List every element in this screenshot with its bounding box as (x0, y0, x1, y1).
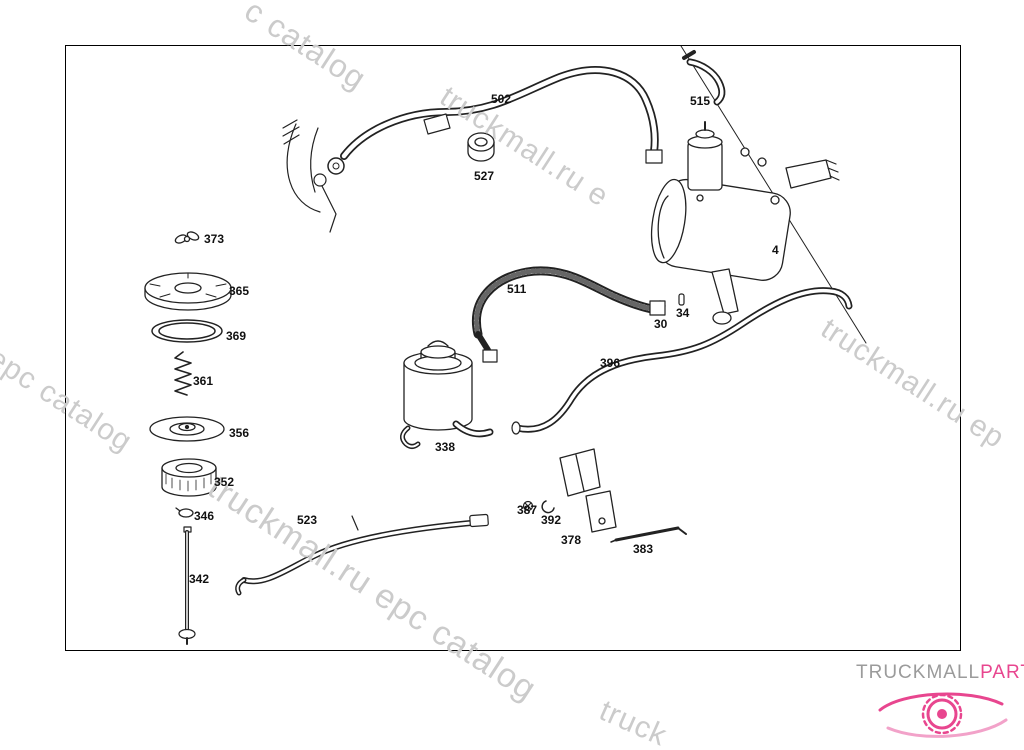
pipe-396 (511, 287, 853, 435)
part-label-346: 346 (194, 509, 215, 523)
bracket-378 (559, 448, 617, 533)
part-label-356: 356 (229, 426, 250, 440)
bolt-383 (610, 526, 687, 543)
part-label-365: 365 (229, 284, 250, 298)
gasket-369 (151, 319, 223, 343)
brand-name: TRUCKMALL (856, 662, 981, 683)
part-label-352: 352 (214, 475, 235, 489)
hose-502 (327, 66, 663, 175)
clamp-392 (541, 500, 555, 514)
part-label-396: 396 (600, 356, 621, 370)
plate-356 (149, 416, 225, 442)
part-label-511: 511 (507, 282, 527, 296)
reservoir-338 (400, 340, 494, 449)
spring-361 (174, 351, 192, 396)
part-label-387: 387 (517, 503, 538, 517)
part-label-361: 361 (193, 374, 214, 388)
screw-387 (522, 500, 534, 512)
part-label-34: 34 (676, 306, 690, 320)
part-label-527: 527 (474, 169, 495, 183)
part-label-515: 515 (690, 94, 711, 108)
hose-511 (472, 266, 666, 363)
clip-346 (175, 507, 194, 518)
grommet-527 (467, 132, 495, 162)
brand-accent: PARTS (980, 662, 1024, 683)
steering-gear-4 (650, 121, 840, 325)
part-label-369: 369 (226, 329, 247, 343)
part-label-392: 392 (541, 513, 562, 527)
part-label-30: 30 (654, 317, 668, 331)
part-label-4: 4 (772, 243, 779, 257)
brand-logo: TRUCKMALLPARTS (856, 662, 1024, 684)
chassis-bracket-sketch (282, 119, 337, 233)
part-label-338: 338 (435, 440, 456, 454)
part-label-523: 523 (297, 513, 318, 527)
part-label-502: 502 (491, 92, 512, 106)
brand-logo-swirl-icon (878, 692, 1008, 738)
hose-515 (682, 50, 726, 106)
pipe-523 (235, 513, 489, 596)
diagram-frame (65, 45, 961, 651)
pin-34 (678, 293, 685, 306)
part-label-373: 373 (204, 232, 225, 246)
bolt-342 (178, 526, 196, 645)
cover-365 (144, 272, 232, 311)
part-label-378: 378 (561, 533, 582, 547)
part-label-342: 342 (189, 572, 210, 586)
wing-nut-373 (174, 231, 200, 244)
part-label-383: 383 (633, 542, 654, 556)
filter-352 (161, 458, 217, 497)
